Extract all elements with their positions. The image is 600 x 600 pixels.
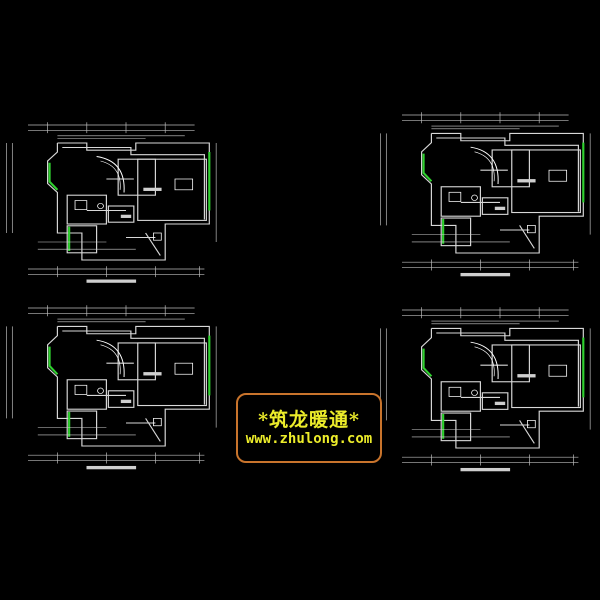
floor-plan-bottom-right — [379, 306, 592, 473]
watermark-box: *筑龙暖通* www.zhulong.com — [236, 393, 382, 463]
floor-plan-bottom-left — [5, 304, 218, 471]
watermark-url: www.zhulong.com — [245, 431, 373, 447]
floor-plan-top-right — [379, 111, 592, 278]
floor-plan-top-left — [5, 121, 218, 284]
watermark-title: *筑龙暖通* — [258, 409, 360, 431]
